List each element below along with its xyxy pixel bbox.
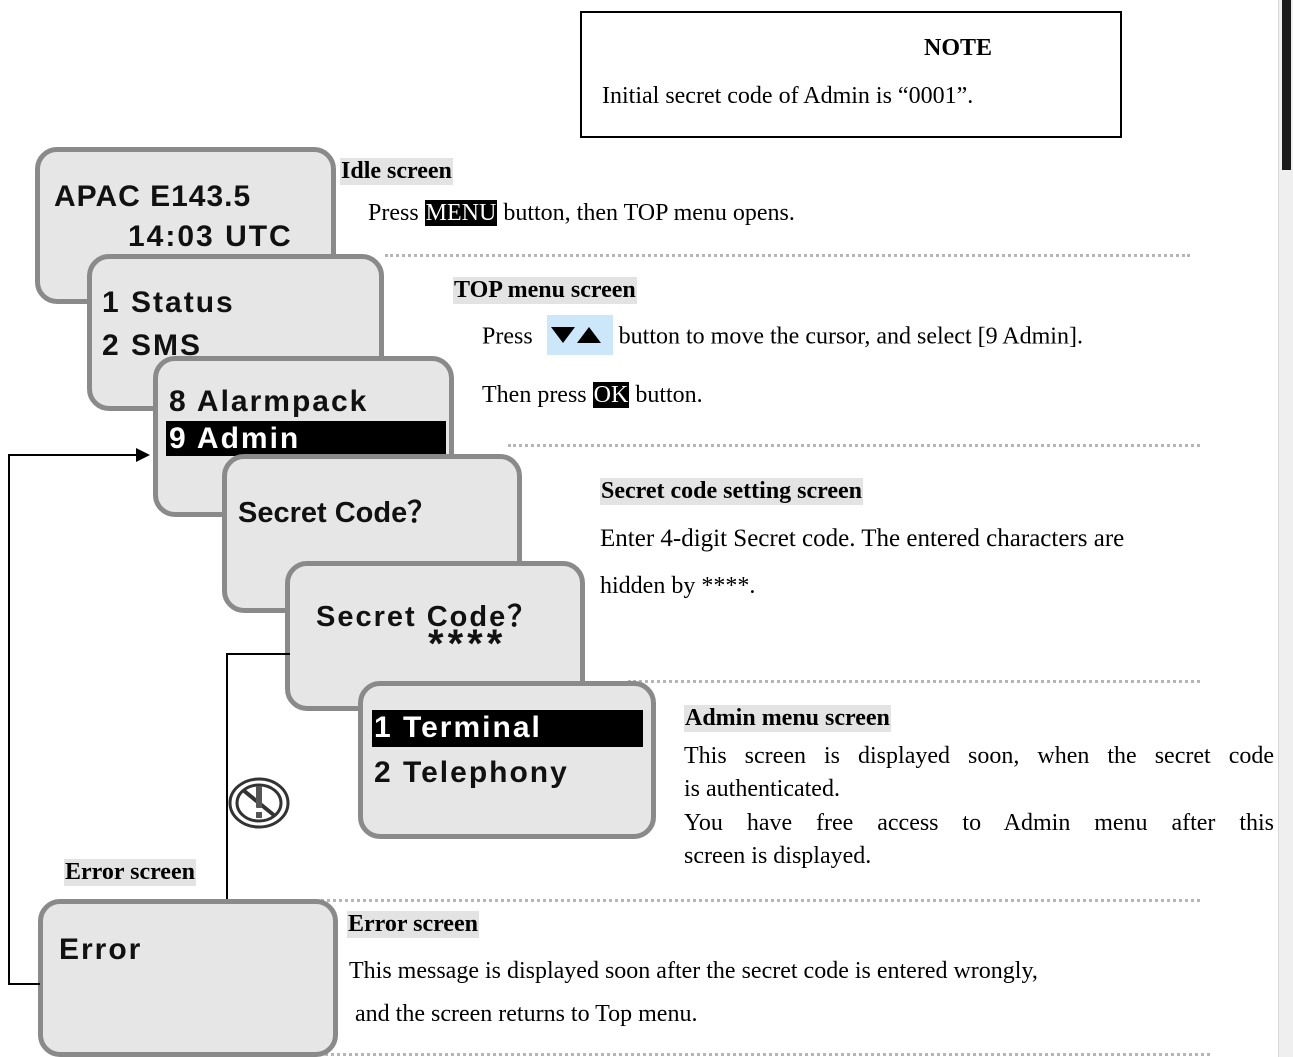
- idle-section-heading: Idle screen: [340, 158, 453, 185]
- separator-3: [628, 680, 1200, 683]
- top-section-text: Press button to move the cursor, and sel…: [482, 315, 1083, 358]
- note-box: NOTE Initial secret code of Admin is “00…: [580, 11, 1122, 138]
- idle-screen-line2: 14:03 UTC: [128, 220, 293, 253]
- return-arrow-head-icon: [136, 448, 150, 462]
- note-text: Initial secret code of Admin is “0001”.: [602, 83, 974, 109]
- error-section-line2: and the screen returns to Top menu.: [349, 1001, 698, 1027]
- top-text2-post: button.: [629, 382, 703, 408]
- secret-section-heading: Secret code setting screen: [600, 478, 864, 505]
- error-flow-line-vertical: [226, 653, 228, 899]
- top-section-text-2: Then press OK button.: [482, 382, 703, 409]
- vertical-scrollbar[interactable]: [1278, 0, 1293, 1057]
- top-text-pre: Press: [482, 323, 539, 350]
- admin-section-line1: This screen is displayed soon, when the …: [684, 743, 1274, 769]
- admin-section-line2: is authenticated.: [684, 776, 840, 802]
- error-flow-line-top: [227, 653, 290, 655]
- separator-4: [285, 899, 1200, 902]
- separator-1: [385, 254, 1190, 257]
- admin-menu-item-2: 2 Telephony: [374, 756, 569, 789]
- idle-text-post: button, then TOP menu opens.: [497, 200, 795, 226]
- idle-text-pre: Press: [368, 200, 425, 226]
- separator-2: [508, 444, 1200, 447]
- top-menu-item-1: 1 Status: [102, 286, 235, 319]
- note-title: NOTE: [924, 35, 993, 61]
- admin-section-line3: You have free access to Admin menu after…: [684, 810, 1274, 836]
- idle-screen-line1: APAC E143.5: [54, 180, 252, 213]
- prohibited-icon: [228, 777, 290, 829]
- top-section-heading: TOP menu screen: [453, 277, 637, 304]
- admin-menu-screen: 1 Terminal 2 Telephony: [358, 681, 656, 839]
- admin-section-heading: Admin menu screen: [684, 705, 891, 732]
- admin-menu-item-1-selected: 1 Terminal: [374, 711, 542, 745]
- ok-key-label: OK: [592, 382, 630, 408]
- secret-code-prompt-2: Secret Code？: [316, 601, 539, 633]
- down-up-arrow-icon: [546, 315, 613, 355]
- secret-code-mask: ****: [428, 622, 507, 666]
- return-flow-line-bottom: [8, 983, 40, 985]
- error-screen-text: Error: [59, 933, 143, 966]
- error-section-heading: Error screen: [347, 911, 479, 938]
- return-flow-line-left: [8, 454, 10, 985]
- top-text-post: button to move the cursor, and select [9…: [612, 323, 1083, 350]
- top-menu-item-9-selected: 9 Admin: [169, 422, 301, 456]
- top-menu-item-8: 8 Alarmpack: [169, 385, 369, 418]
- secret-code-entered-screen: Secret Code？ ****: [285, 561, 585, 711]
- secret-section-line1: Enter 4-digit Secret code. The entered c…: [600, 525, 1125, 552]
- separator-5: [290, 1053, 1210, 1056]
- top-text2-pre: Then press: [482, 382, 593, 408]
- secret-section-line2: hidden by ****.: [600, 573, 756, 599]
- error-screen-side-label: Error screen: [64, 859, 196, 886]
- secret-code-prompt: Secret Code？: [238, 497, 437, 529]
- admin-section-line4: screen is displayed.: [684, 843, 872, 869]
- menu-key-label: MENU: [424, 200, 498, 226]
- error-section-line1: This message is displayed soon after the…: [349, 958, 1038, 984]
- scrollbar-thumb[interactable]: [1282, 0, 1291, 170]
- return-flow-line-top: [8, 454, 138, 456]
- idle-section-text: Press MENU button, then TOP menu opens.: [368, 200, 795, 227]
- error-screen: Error: [38, 899, 338, 1057]
